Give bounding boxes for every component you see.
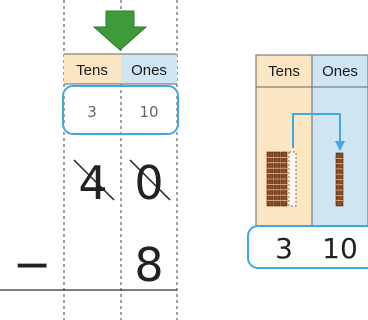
right-place-value-model: Tens Ones [247, 54, 368, 269]
regroup-tens-digit: 3 [87, 103, 97, 121]
regroup-arrow-icon [292, 113, 345, 151]
strike-tens [73, 159, 115, 201]
result-ones-digit: 10 [322, 232, 358, 265]
down-arrow-icon [92, 10, 148, 51]
result-tens-digit: 3 [275, 232, 293, 265]
ones-header-cell [121, 54, 177, 84]
tens-header-label: Tens [76, 62, 108, 79]
minus-sign: − [13, 237, 52, 291]
left-place-value-table: Tens Ones 3 10 4 0 − 8 [0, 0, 179, 320]
top-ones-digit: 0 [134, 156, 163, 210]
ones-header-label: Ones [131, 62, 167, 79]
regroup-highlight-box [62, 85, 179, 135]
regroup-ones-digit: 10 [139, 103, 158, 121]
right-ones-header-label: Ones [322, 63, 358, 80]
tens-rods [266, 151, 297, 207]
strike-ones [129, 159, 171, 201]
regrouped-rod-outline [288, 151, 297, 207]
ones-rod [335, 152, 344, 207]
result-box [247, 225, 368, 269]
right-tens-header-label: Tens [268, 63, 300, 80]
subtrahend-ones-digit: 8 [134, 238, 163, 292]
tens-header-cell [64, 54, 121, 84]
top-tens-digit: 4 [78, 156, 107, 210]
